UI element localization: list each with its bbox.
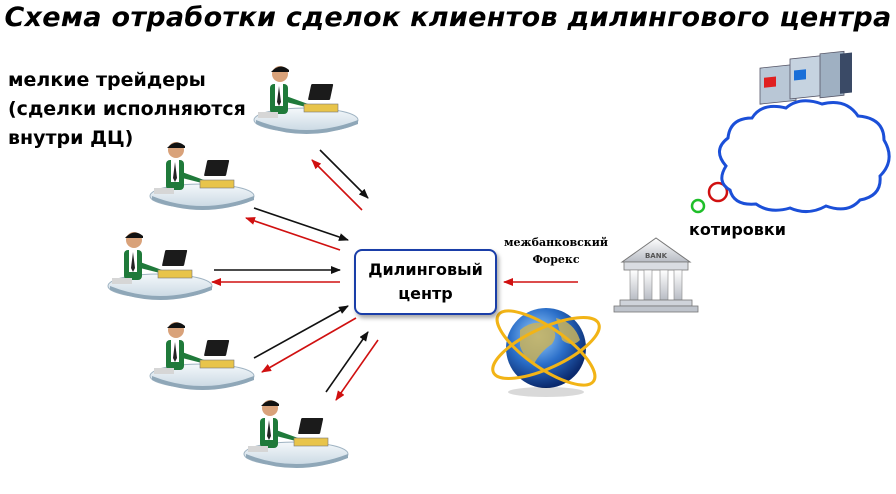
bank-sign: BANK xyxy=(645,252,668,260)
arrow-from-center xyxy=(335,339,379,401)
arrow-to-center xyxy=(253,207,349,241)
arrow-to-center xyxy=(319,149,369,199)
quotes-label: котировки xyxy=(689,220,786,239)
quote-monitor-icon xyxy=(759,50,852,105)
thought-bubble-medium xyxy=(707,181,729,203)
bank-icon: BANK xyxy=(613,237,699,313)
trader-icon xyxy=(149,321,255,391)
arrow-to-center xyxy=(325,331,369,393)
globe-icon xyxy=(491,308,601,397)
center-label-line: центр xyxy=(398,284,453,303)
trader-icon xyxy=(149,141,255,211)
trader-icon xyxy=(253,65,359,135)
thought-cloud-icon xyxy=(718,50,891,213)
forex-label-line: Форекс xyxy=(532,253,580,266)
trader-icon xyxy=(243,399,349,469)
page-title: Схема отработки сделок клиентов дилингов… xyxy=(4,2,892,33)
center-label-line: Дилинговый xyxy=(368,260,483,279)
note-line: (сделки исполняются xyxy=(8,98,246,120)
interbank-forex-label: межбанковский Форекс xyxy=(504,234,608,268)
forex-label-line: межбанковский xyxy=(504,236,609,249)
small-traders-note: мелкие трейдеры (сделки исполняются внут… xyxy=(8,66,246,153)
note-line: внутри ДЦ) xyxy=(8,127,134,149)
arrow-from-center xyxy=(245,217,341,251)
arrow-from-center xyxy=(261,317,357,373)
note-line: мелкие трейдеры xyxy=(8,69,206,91)
arrow-to-center xyxy=(253,305,349,359)
thought-bubble-small xyxy=(690,198,706,214)
dealing-center-box: Дилинговый центр xyxy=(354,249,497,315)
trader-icon xyxy=(107,231,213,301)
arrow-from-center xyxy=(311,159,363,211)
